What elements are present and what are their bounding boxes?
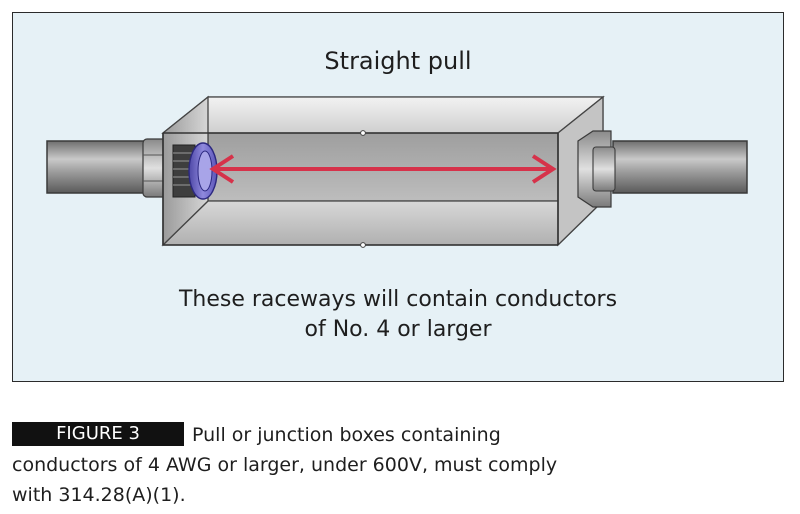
caption-line-1: FIGURE 3 Pull or junction boxes containin… — [12, 420, 612, 450]
right-conduit — [612, 140, 748, 194]
pull-direction-arrow — [209, 154, 557, 184]
right-locknut — [577, 130, 616, 208]
left-bushing — [172, 142, 218, 200]
note-line-1: These raceways will contain conductors — [178, 287, 618, 312]
caption-line-3: with 314.28(A)(1). — [12, 484, 186, 506]
screw-bottom — [360, 242, 366, 248]
box-top-panel — [161, 96, 605, 134]
caption-text-1: Pull or junction boxes containing — [192, 424, 501, 446]
note-line-2: of No. 4 or larger — [304, 317, 492, 342]
diagram-title: Straight pull — [324, 47, 472, 75]
figure-panel: Straight pull These raceways will contai… — [12, 12, 784, 382]
caption-line-2: conductors of 4 AWG or larger, under 600… — [12, 454, 558, 476]
screw-top — [360, 130, 366, 136]
box-bottom-panel — [161, 200, 605, 246]
diagram-note: These raceways will contain conductors o… — [13, 285, 783, 345]
figure-label: FIGURE 3 — [12, 422, 184, 446]
figure-caption: FIGURE 3 Pull or junction boxes containin… — [12, 420, 612, 510]
pull-box-illustration — [46, 95, 748, 248]
